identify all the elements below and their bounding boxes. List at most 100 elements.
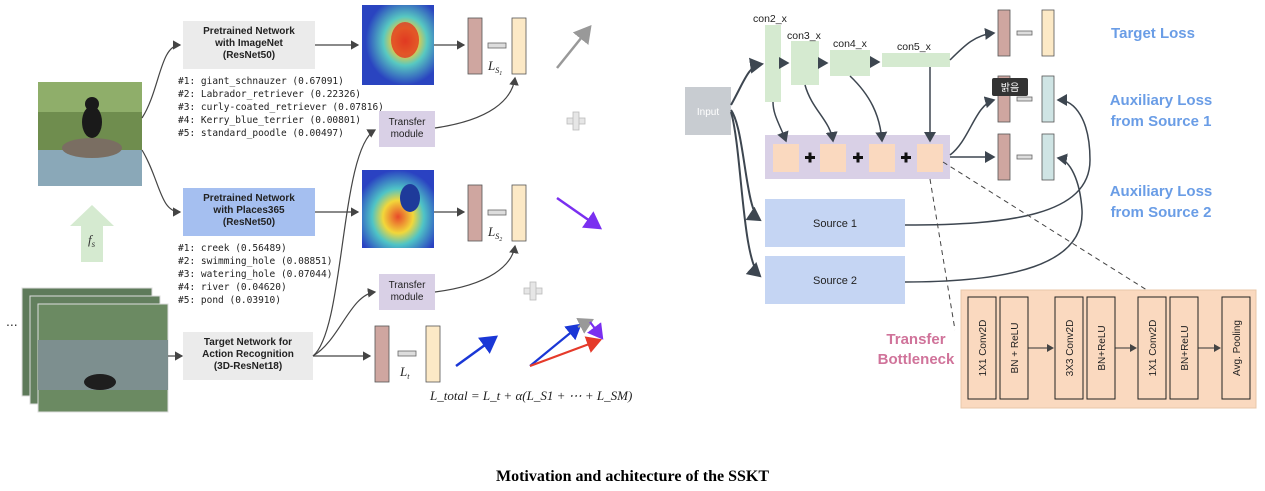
- bottleneck-layer-label: 1X1 Conv2D: [978, 320, 989, 377]
- target-network-box: [183, 332, 313, 380]
- gray-vector-arrow: [556, 25, 592, 69]
- stage-con5-label: con5_x: [897, 41, 932, 53]
- target-loss-cream-bar: [1041, 9, 1055, 57]
- combined-vector-arrows: [529, 318, 604, 368]
- total-loss-formula: L_total = L_t + α(L_S1 + ⋯ + L_SM): [429, 388, 632, 403]
- plus-icon: [901, 152, 911, 163]
- plus-icon: [566, 111, 586, 131]
- fusion-cell-4: [917, 144, 943, 172]
- video-frames: [21, 287, 169, 413]
- aux2-teal-bar: [1041, 133, 1055, 181]
- figure-caption: Motivation and achitecture of the SSKT: [495, 468, 770, 485]
- source-2-box: [765, 256, 905, 304]
- target-loss-minus: [1016, 30, 1033, 36]
- ls2-minus: [487, 209, 507, 216]
- arrow-transfer2-to-ls2: [434, 244, 519, 293]
- transfer-module-1-box: [379, 111, 435, 147]
- callout-line-2: [942, 161, 1151, 293]
- source-2-label: Source 2: [813, 275, 857, 287]
- source-1-box: [765, 199, 905, 247]
- aux2-pink-bar: [997, 133, 1011, 181]
- arrow-photo-to-imagenet: [141, 40, 182, 119]
- transfer-module-2-box: [379, 274, 435, 310]
- blue-vector-arrow: [455, 335, 499, 368]
- arrow-up-icon: [70, 205, 114, 262]
- tooltip-label: 밝음: [1001, 82, 1019, 94]
- arrow-input-to-source1: [730, 109, 762, 222]
- target-loss-pink-bar: [997, 9, 1011, 57]
- lt-cream-bar: [425, 325, 441, 383]
- stage-con4-box: [830, 50, 870, 76]
- plus-icon: [523, 281, 543, 301]
- arrow-con3-to-fusion: [804, 84, 838, 143]
- bottleneck-layer-box: [1086, 296, 1116, 400]
- ls2-pink-bar: [467, 184, 483, 242]
- arrow-con2-to-fusion: [772, 101, 789, 143]
- input-box: [685, 87, 731, 135]
- ls1-label: LS1: [487, 58, 502, 77]
- stage-con2-label: con2_x: [753, 13, 788, 25]
- bottleneck-layer-label: Avg. Pooling: [1232, 320, 1243, 376]
- tooltip-box: [992, 78, 1028, 96]
- arrow-source2-to-aux2: [904, 153, 1083, 283]
- stage-con2-box: [765, 25, 781, 102]
- imagenet-heatmap: [362, 5, 434, 85]
- imagenet-network-box: [183, 21, 315, 69]
- callout-line-1: [929, 178, 956, 331]
- fusion-cell-1: [773, 144, 799, 172]
- places-heatmap: [362, 170, 434, 248]
- arrow-source1-to-aux1: [904, 94, 1091, 226]
- ls1-pink-bar: [467, 17, 483, 75]
- dog-photo: [38, 82, 142, 186]
- stage-con4-label: con4_x: [833, 38, 868, 50]
- arrow-con5-to-target-loss: [949, 27, 996, 61]
- bottleneck-layer-box: [1054, 296, 1084, 400]
- bottleneck-layer-box: [999, 296, 1029, 400]
- aux1-teal-bar: [1041, 75, 1055, 123]
- fusion-cell-3: [869, 144, 895, 172]
- ls2-label: LS2: [487, 224, 502, 243]
- plus-icon: [805, 152, 815, 163]
- ls1-cream-bar: [511, 17, 527, 75]
- lt-label: Lt: [399, 364, 410, 381]
- bottleneck-layer-box: [1221, 296, 1251, 400]
- stage-con5-box: [882, 53, 950, 67]
- aux1-minus: [1016, 96, 1033, 102]
- arrow-target-to-transfer2: [312, 288, 377, 357]
- arrow-transfer1-to-ls1: [434, 76, 519, 129]
- arrow-input-to-con2: [730, 57, 764, 106]
- frames-ellipsis: ...: [6, 313, 18, 329]
- input-label: Input: [697, 107, 719, 118]
- aux2-minus: [1016, 154, 1033, 160]
- bottleneck-layer-box: [967, 296, 997, 400]
- target-loss-label: Target Loss: [1111, 25, 1195, 42]
- bottleneck-layer-label: BN+ReLU: [1097, 325, 1108, 370]
- arrow-target-to-transfer1: [312, 129, 377, 357]
- arrow-photo-to-places: [141, 149, 182, 217]
- bottleneck-layer-box: [1137, 296, 1167, 400]
- ls2-cream-bar: [511, 184, 527, 242]
- places-predictions: #1: creek (0.56489)#2: swimming_hole (0.…: [178, 243, 332, 306]
- stage-con3-box: [791, 41, 819, 85]
- bottleneck-layer-label: BN+ReLU: [1180, 325, 1191, 370]
- source-1-label: Source 1: [813, 218, 857, 230]
- imagenet-predictions: #1: giant_schnauzer (0.67091)#2: Labrado…: [178, 76, 384, 139]
- places-network-box: [183, 188, 315, 236]
- bottleneck-layer-label: BN + ReLU: [1010, 323, 1021, 374]
- bottleneck-layer-label: 3X3 Conv2D: [1065, 320, 1076, 377]
- stage-con3-label: con3_x: [787, 30, 822, 42]
- purple-vector-arrow: [556, 196, 603, 230]
- ls1-minus: [487, 42, 507, 49]
- arrow-input-to-source2: [730, 111, 762, 278]
- lt-pink-bar: [374, 325, 390, 383]
